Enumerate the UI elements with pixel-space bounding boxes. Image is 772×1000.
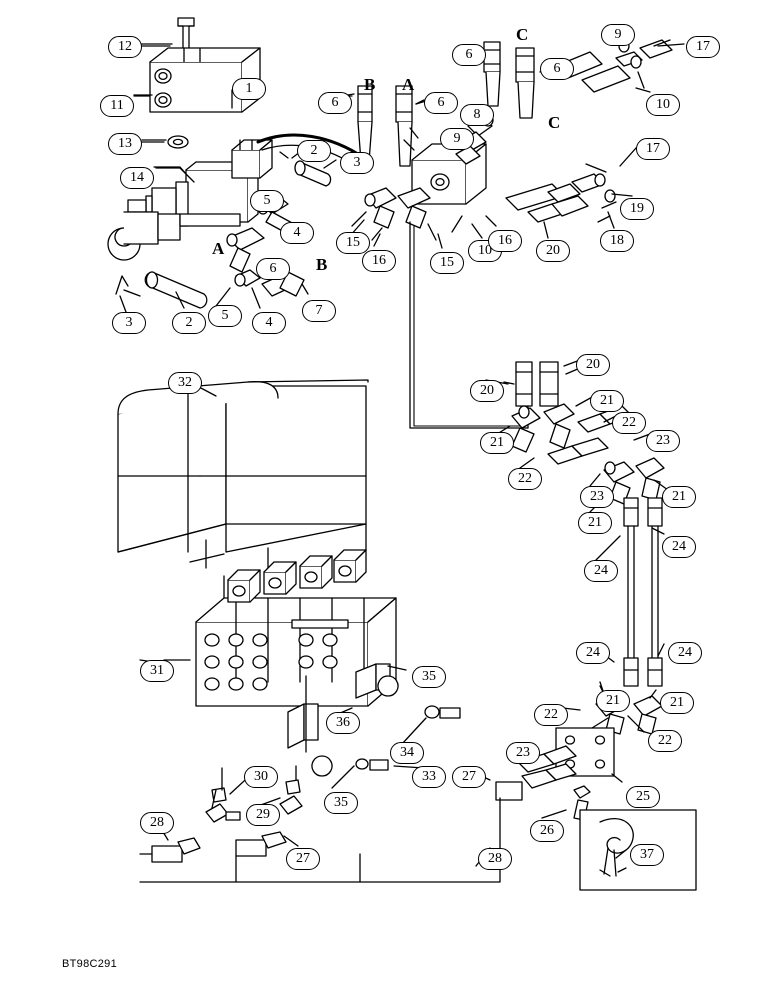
callout-10a: 10 xyxy=(646,94,680,116)
figure-code: BT98C291 xyxy=(62,958,117,970)
callout-21f: 21 xyxy=(660,692,694,714)
callout-6b: 6 xyxy=(424,92,458,114)
callout-5b: 5 xyxy=(208,305,242,327)
callout-22a: 22 xyxy=(612,412,646,434)
callout-4b: 4 xyxy=(252,312,286,334)
callout-35b: 35 xyxy=(324,792,358,814)
callout-25: 25 xyxy=(626,786,660,808)
callout-8: 8 xyxy=(460,104,494,126)
callout-6d: 6 xyxy=(540,58,574,80)
callout-3b: 3 xyxy=(112,312,146,334)
callout-19: 19 xyxy=(620,198,654,220)
callout-24a: 24 xyxy=(662,536,696,558)
callout-16a: 16 xyxy=(488,230,522,252)
callout-21c: 21 xyxy=(662,486,696,508)
callout-21b: 21 xyxy=(480,432,514,454)
callout-20a: 20 xyxy=(536,240,570,262)
callout-15b: 15 xyxy=(336,232,370,254)
callout-4a: 4 xyxy=(280,222,314,244)
callout-23c: 23 xyxy=(506,742,540,764)
callout-5a: 5 xyxy=(250,190,284,212)
callout-18: 18 xyxy=(600,230,634,252)
callout-22c: 22 xyxy=(534,704,568,726)
callout-7: 7 xyxy=(302,300,336,322)
callout-35a: 35 xyxy=(412,666,446,688)
callout-3a: 3 xyxy=(340,152,374,174)
port-label-c-top: C xyxy=(516,25,529,44)
callout-1: 1 xyxy=(232,78,266,100)
port-label-c-mid: C xyxy=(548,113,561,132)
port-label-b-upper: B xyxy=(364,75,376,94)
port-label-b-lower: B xyxy=(316,255,328,274)
callout-21d: 21 xyxy=(578,512,612,534)
callout-29: 29 xyxy=(246,804,280,826)
callout-17b: 17 xyxy=(636,138,670,160)
callout-22b: 22 xyxy=(508,468,542,490)
callout-17a: 17 xyxy=(686,36,720,58)
callout-6c: 6 xyxy=(452,44,486,66)
callout-33: 33 xyxy=(412,766,446,788)
callout-20c: 20 xyxy=(470,380,504,402)
callout-34: 34 xyxy=(390,742,424,764)
callout-30: 30 xyxy=(244,766,278,788)
callout-32: 32 xyxy=(168,372,202,394)
callout-23b: 23 xyxy=(580,486,614,508)
callout-13: 13 xyxy=(108,133,142,155)
callout-6e: 6 xyxy=(256,258,290,280)
callout-24d: 24 xyxy=(668,642,702,664)
callout-24b: 24 xyxy=(584,560,618,582)
callout-28b: 28 xyxy=(478,848,512,870)
callout-16b: 16 xyxy=(362,250,396,272)
callout-2a: 2 xyxy=(297,140,331,162)
callout-27b: 27 xyxy=(286,848,320,870)
callout-14: 14 xyxy=(120,167,154,189)
callout-11: 11 xyxy=(100,95,134,117)
callout-23a: 23 xyxy=(646,430,680,452)
callout-6a: 6 xyxy=(318,92,352,114)
callout-9a: 9 xyxy=(601,24,635,46)
callout-28a: 28 xyxy=(140,812,174,834)
port-label-a-upper: A xyxy=(402,75,415,94)
callout-12: 12 xyxy=(108,36,142,58)
callout-31: 31 xyxy=(140,660,174,682)
port-label-a-lower: A xyxy=(212,239,225,258)
callout-15a: 15 xyxy=(430,252,464,274)
callout-22d: 22 xyxy=(648,730,682,752)
callout-20b: 20 xyxy=(576,354,610,376)
callout-26: 26 xyxy=(530,820,564,842)
callout-2b: 2 xyxy=(172,312,206,334)
callout-24c: 24 xyxy=(576,642,610,664)
callout-36: 36 xyxy=(326,712,360,734)
callout-27a: 27 xyxy=(452,766,486,788)
callout-21e: 21 xyxy=(596,690,630,712)
callout-21a: 21 xyxy=(590,390,624,412)
callout-37: 37 xyxy=(630,844,664,866)
callout-9b: 9 xyxy=(440,128,474,150)
